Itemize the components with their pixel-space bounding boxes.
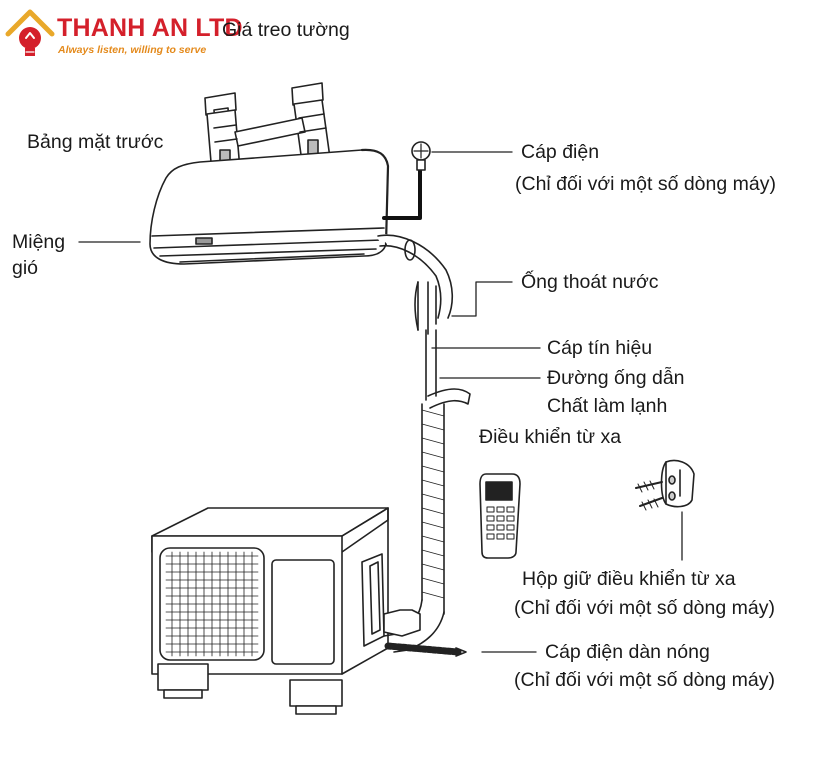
label-remote-control: Điều khiển từ xa [479,426,622,448]
outdoor-power-cable [384,642,467,657]
brand-name: THANH AN LTD [57,14,243,42]
remote-control [479,473,521,559]
label-front-panel: Bảng mặt trước [27,131,164,153]
label-power-cable: Cáp điện [521,141,600,163]
indoor-unit [149,148,390,265]
outdoor-unit [151,507,421,715]
label-air-outlet-line2: gió [12,257,39,279]
company-logo [5,9,55,56]
label-remote-holder-note: (Chỉ đối với một số dòng máy) [514,597,775,619]
remote-holder [635,459,695,511]
label-drain-hose: Ống thoát nước [521,271,659,293]
label-wall-bracket: Giá treo tường [222,19,350,41]
leader-lines [78,151,683,653]
pipe-bundle [377,234,471,653]
label-signal-cable: Cáp tín hiệu [547,337,653,359]
label-power-cable-note: (Chỉ đối với một số dòng máy) [515,173,776,195]
label-remote-holder: Hộp giữ điều khiển từ xa [522,568,736,590]
label-refrigerant-pipe-line1: Đường ống dẫn [547,367,685,389]
label-outdoor-power-cable: Cáp điện dàn nóng [545,641,710,663]
label-outdoor-power-cable-note: (Chỉ đối với một số dòng máy) [514,669,775,691]
label-refrigerant-pipe-line2: Chất làm lạnh [547,395,668,417]
brand-slogan: Always listen, willing to serve [58,44,207,56]
power-cable [382,141,431,220]
label-air-outlet-line1: Miệng [12,231,66,253]
